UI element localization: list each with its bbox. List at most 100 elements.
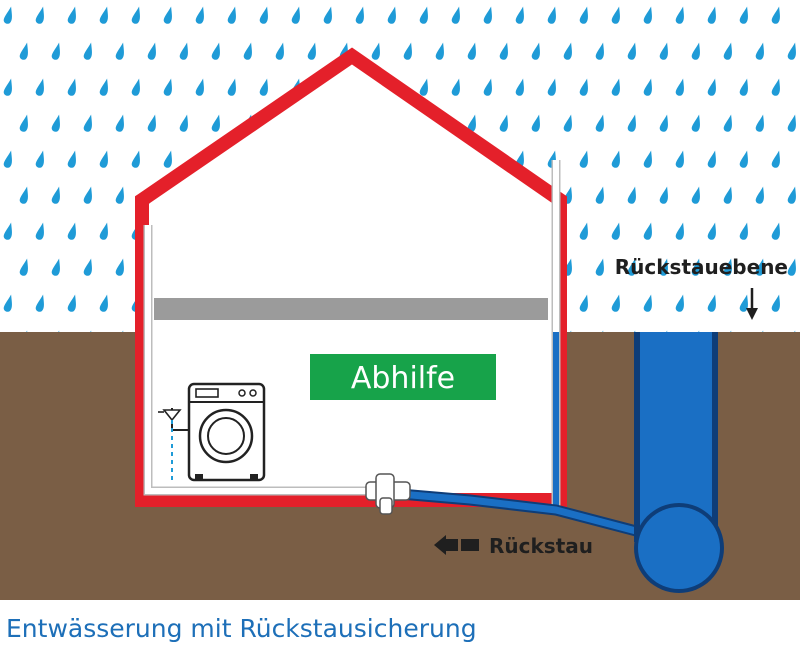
raindrop-icon <box>515 6 524 24</box>
raindrop-icon <box>67 6 76 24</box>
raindrop-icon <box>627 114 636 132</box>
washing-machine-icon <box>187 382 266 482</box>
raindrop-icon <box>115 114 124 132</box>
raindrop-icon <box>643 6 652 24</box>
raindrop-icon <box>563 114 572 132</box>
pipe-water-level <box>553 332 559 510</box>
raindrop-icon <box>739 6 748 24</box>
raindrop-icon <box>675 222 684 240</box>
raindrop-icon <box>99 294 108 312</box>
floor-slab <box>154 298 548 320</box>
raindrop-icon <box>3 150 12 168</box>
raindrop-icon <box>355 6 364 24</box>
raindrop-icon <box>531 42 540 60</box>
raindrop-icon <box>99 150 108 168</box>
raindrop-icon <box>19 258 28 276</box>
raindrop-icon <box>19 42 28 60</box>
raindrop-icon <box>611 294 620 312</box>
raindrop-icon <box>755 258 764 276</box>
drain-hose <box>158 408 189 480</box>
sewer-main <box>634 503 724 593</box>
raindrop-icon <box>627 42 636 60</box>
raindrop-icon <box>19 186 28 204</box>
raindrop-icon <box>403 42 412 60</box>
raindrop-icon <box>659 258 668 276</box>
raindrop-icon <box>451 6 460 24</box>
remedy-label: Abhilfe <box>351 361 455 396</box>
raindrop-icon <box>211 114 220 132</box>
raindrop-icon <box>595 42 604 60</box>
raindrop-icon <box>243 42 252 60</box>
raindrop-icon <box>499 114 508 132</box>
raindrop-icon <box>67 294 76 312</box>
raindrop-icon <box>755 186 764 204</box>
raindrop-icon <box>579 150 588 168</box>
raindrop-icon <box>3 294 12 312</box>
raindrop-icon <box>595 258 604 276</box>
raindrop-icon <box>755 42 764 60</box>
raindrop-icon <box>739 150 748 168</box>
raindrop-icon <box>771 78 780 96</box>
raindrop-icon <box>643 294 652 312</box>
pipe-fitting-icon <box>365 473 411 515</box>
raindrop-icon <box>163 150 172 168</box>
raindrop-icon <box>787 186 796 204</box>
raindrop-icon <box>83 114 92 132</box>
raindrop-icon <box>179 114 188 132</box>
raindrop-icon <box>51 114 60 132</box>
raindrop-icon <box>483 78 492 96</box>
raindrop-icon <box>35 294 44 312</box>
raindrop-icon <box>723 42 732 60</box>
raindrop-icon <box>579 6 588 24</box>
raindrop-icon <box>467 114 476 132</box>
raindrop-icon <box>35 6 44 24</box>
raindrop-icon <box>163 6 172 24</box>
raindrop-icon <box>707 6 716 24</box>
raindrop-icon <box>51 42 60 60</box>
raindrop-icon <box>611 150 620 168</box>
raindrop-icon <box>483 6 492 24</box>
raindrop-icon <box>259 6 268 24</box>
raindrop-icon <box>771 294 780 312</box>
raindrop-icon <box>611 6 620 24</box>
raindrop-icon <box>771 150 780 168</box>
raindrop-icon <box>179 42 188 60</box>
raindrop-icon <box>67 222 76 240</box>
raindrop-icon <box>115 186 124 204</box>
raindrop-icon <box>787 258 796 276</box>
raindrop-icon <box>627 258 636 276</box>
sewer-pipe <box>394 488 646 538</box>
raindrop-icon <box>195 78 204 96</box>
raindrop-icon <box>611 222 620 240</box>
raindrop-icon <box>771 222 780 240</box>
raindrop-icon <box>579 294 588 312</box>
backwater-label: Rückstau <box>489 534 593 558</box>
raindrop-icon <box>499 42 508 60</box>
raindrop-icon <box>147 114 156 132</box>
raindrop-icon <box>659 114 668 132</box>
raindrop-icon <box>3 222 12 240</box>
raindrop-icon <box>131 150 140 168</box>
raindrop-icon <box>595 114 604 132</box>
raindrop-icon <box>147 42 156 60</box>
raindrop-icon <box>195 6 204 24</box>
raindrop-icon <box>83 258 92 276</box>
raindrop-icon <box>547 6 556 24</box>
raindrop-icon <box>83 42 92 60</box>
raindrop-icon <box>707 78 716 96</box>
raindrop-icon <box>3 6 12 24</box>
raindrop-icon <box>323 6 332 24</box>
remedy-badge: Abhilfe <box>310 354 496 400</box>
raindrop-icon <box>419 78 428 96</box>
raindrop-icon <box>547 78 556 96</box>
raindrop-icon <box>691 186 700 204</box>
raindrop-icon <box>467 42 476 60</box>
raindrop-icon <box>51 258 60 276</box>
raindrop-icon <box>307 42 316 60</box>
raindrop-icon <box>611 78 620 96</box>
backwater-level-label: Rückstauebene <box>615 255 788 279</box>
raindrop-icon <box>627 186 636 204</box>
raindrop-icon <box>35 222 44 240</box>
raindrop-icon <box>387 6 396 24</box>
raindrop-icon <box>707 150 716 168</box>
